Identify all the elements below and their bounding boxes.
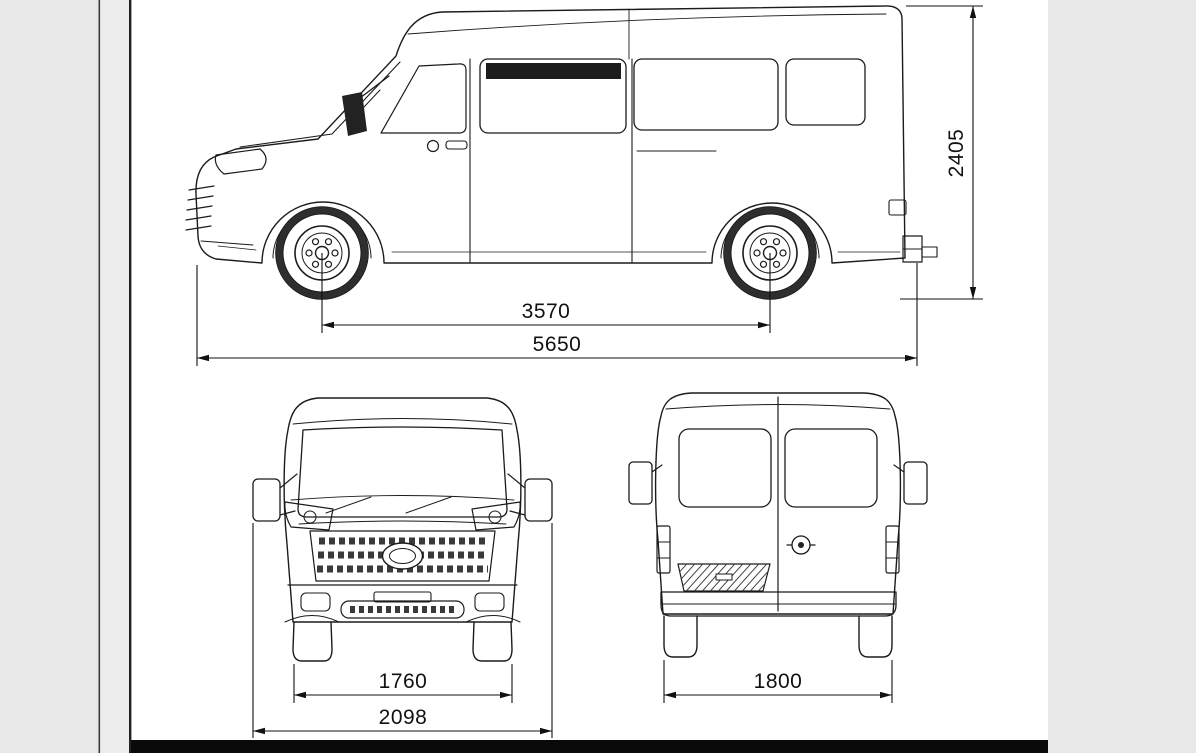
side-window-3 bbox=[785, 58, 866, 126]
front-dimensions: 1760 2098 bbox=[252, 523, 553, 738]
rear-mirror-right-arm bbox=[893, 464, 905, 473]
headlight-right-lens bbox=[488, 510, 502, 524]
rear-view-wheel-left bbox=[663, 615, 698, 658]
headlight-side bbox=[214, 148, 267, 175]
page-edge-line-inner bbox=[129, 0, 132, 753]
rear-mirror-left-arm bbox=[651, 464, 663, 473]
tail-light-left-segments bbox=[656, 541, 671, 559]
rear-door-handle bbox=[715, 573, 733, 581]
arch-left bbox=[284, 615, 340, 623]
lower-grille bbox=[340, 600, 465, 619]
side-view bbox=[185, 5, 938, 299]
rear-view bbox=[628, 392, 928, 658]
brand-emblem bbox=[381, 542, 424, 570]
rear-window-right bbox=[784, 428, 878, 508]
mirror-left-arm bbox=[279, 473, 298, 516]
rear-emblem-center bbox=[798, 542, 804, 548]
side-body-outline bbox=[195, 5, 906, 264]
front-grille bbox=[309, 530, 496, 582]
side-dimensions: 3570 5650 2405 bbox=[196, 5, 983, 366]
fuel-cap bbox=[426, 139, 440, 153]
dim-overall-width: 2098 bbox=[379, 706, 428, 729]
rear-bumper bbox=[660, 591, 897, 617]
headlight-left bbox=[284, 501, 334, 531]
front-view-wheel-left bbox=[292, 621, 333, 662]
page-margin-strip bbox=[100, 0, 131, 753]
arch-right bbox=[465, 615, 521, 623]
front-body-outline bbox=[283, 397, 522, 623]
dim-front-track: 1760 bbox=[379, 670, 428, 693]
wiper-right bbox=[405, 496, 452, 514]
windshield bbox=[239, 61, 401, 148]
tail-light-side bbox=[888, 199, 907, 216]
side-window-vent bbox=[486, 63, 621, 79]
license-recess bbox=[677, 563, 771, 592]
mirror-right bbox=[524, 478, 553, 522]
front-roof-line bbox=[292, 418, 513, 425]
tow-hitch bbox=[921, 246, 938, 258]
page-edge-line-outer bbox=[98, 0, 101, 753]
headlight-left-lens bbox=[303, 510, 317, 524]
front-view bbox=[252, 397, 553, 662]
dim-overall-height: 2405 bbox=[945, 129, 968, 178]
side-window-2 bbox=[633, 58, 779, 131]
door-handle bbox=[445, 140, 468, 150]
license-slot bbox=[373, 591, 432, 603]
front-windshield bbox=[297, 426, 508, 518]
dim-wheelbase: 3570 bbox=[522, 300, 571, 323]
dim-overall-length: 5650 bbox=[533, 333, 582, 356]
grille-slats-side bbox=[185, 185, 215, 231]
fog-light-right bbox=[474, 592, 505, 612]
front-bumper-line bbox=[200, 240, 254, 246]
footer-bar bbox=[131, 740, 1048, 753]
front-sill-line bbox=[217, 245, 257, 251]
rear-view-wheel-right bbox=[858, 615, 893, 658]
tail-light-right bbox=[885, 525, 900, 574]
dim-rear-track: 1800 bbox=[754, 670, 803, 693]
rear-body-outline bbox=[654, 392, 902, 615]
brand-emblem-inner bbox=[389, 548, 416, 564]
hood-seam bbox=[290, 495, 515, 501]
tail-light-right-segments bbox=[885, 541, 900, 559]
side-mirror bbox=[342, 92, 367, 136]
side-mirror-arm bbox=[359, 75, 390, 99]
side-window-1 bbox=[479, 58, 627, 134]
rear-window-left bbox=[678, 428, 772, 508]
mirror-left bbox=[252, 478, 281, 522]
rear-mirror-right bbox=[903, 461, 928, 505]
cowl-line bbox=[298, 520, 507, 525]
mirror-right-arm bbox=[507, 473, 526, 516]
headlight-right bbox=[471, 501, 521, 531]
door-window bbox=[380, 63, 467, 134]
rear-dimensions: 1800 bbox=[663, 660, 893, 703]
roof-drip-line bbox=[407, 13, 887, 35]
front-view-wheel-right bbox=[472, 621, 513, 662]
paper bbox=[131, 0, 1048, 753]
fog-light-left bbox=[300, 592, 331, 612]
tail-light-left bbox=[656, 525, 671, 574]
rear-mirror-left bbox=[628, 461, 653, 505]
wiper-left bbox=[325, 496, 372, 514]
